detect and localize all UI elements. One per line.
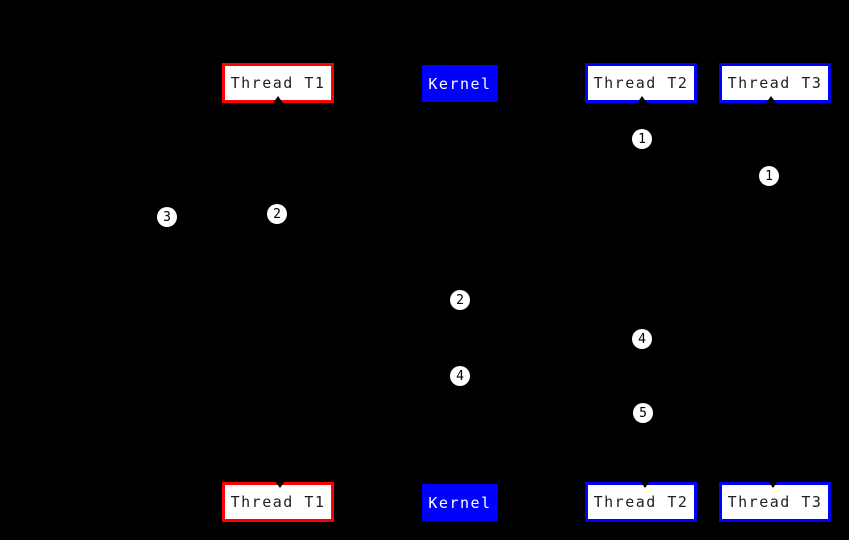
step-marker-2b: 2 xyxy=(450,290,470,310)
arrowhead-notch xyxy=(768,481,778,488)
step-marker-1: 1 xyxy=(632,129,652,149)
kernel-box-top: Kernel xyxy=(422,65,498,102)
thread-t1-box-bottom: Thread T1 xyxy=(222,482,334,522)
step-marker-3: 3 xyxy=(157,207,177,227)
thread-t2-label: Thread T2 xyxy=(593,493,689,511)
arrowhead-notch xyxy=(275,481,285,488)
thread-t3-box-bottom: Thread T3 xyxy=(719,482,831,522)
arrowhead-notch xyxy=(637,96,647,103)
kernel-label: Kernel xyxy=(428,74,492,93)
thread-t2-box-bottom: Thread T2 xyxy=(585,482,697,522)
arrowhead-notch xyxy=(766,96,776,103)
thread-t1-label: Thread T1 xyxy=(230,493,326,511)
thread-t3-label: Thread T3 xyxy=(727,74,823,92)
step-marker-4b: 4 xyxy=(450,366,470,386)
step-marker-4: 4 xyxy=(632,329,652,349)
kernel-box-bottom: Kernel xyxy=(422,484,498,521)
step-marker-5: 5 xyxy=(633,403,653,423)
thread-t1-label: Thread T1 xyxy=(230,74,326,92)
step-marker-2: 2 xyxy=(267,204,287,224)
kernel-label: Kernel xyxy=(428,493,492,512)
thread-t3-label: Thread T3 xyxy=(727,493,823,511)
thread-t2-label: Thread T2 xyxy=(593,74,689,92)
arrowhead-notch xyxy=(640,481,650,488)
arrowhead-notch xyxy=(273,96,283,103)
step-marker-1b: 1 xyxy=(759,166,779,186)
